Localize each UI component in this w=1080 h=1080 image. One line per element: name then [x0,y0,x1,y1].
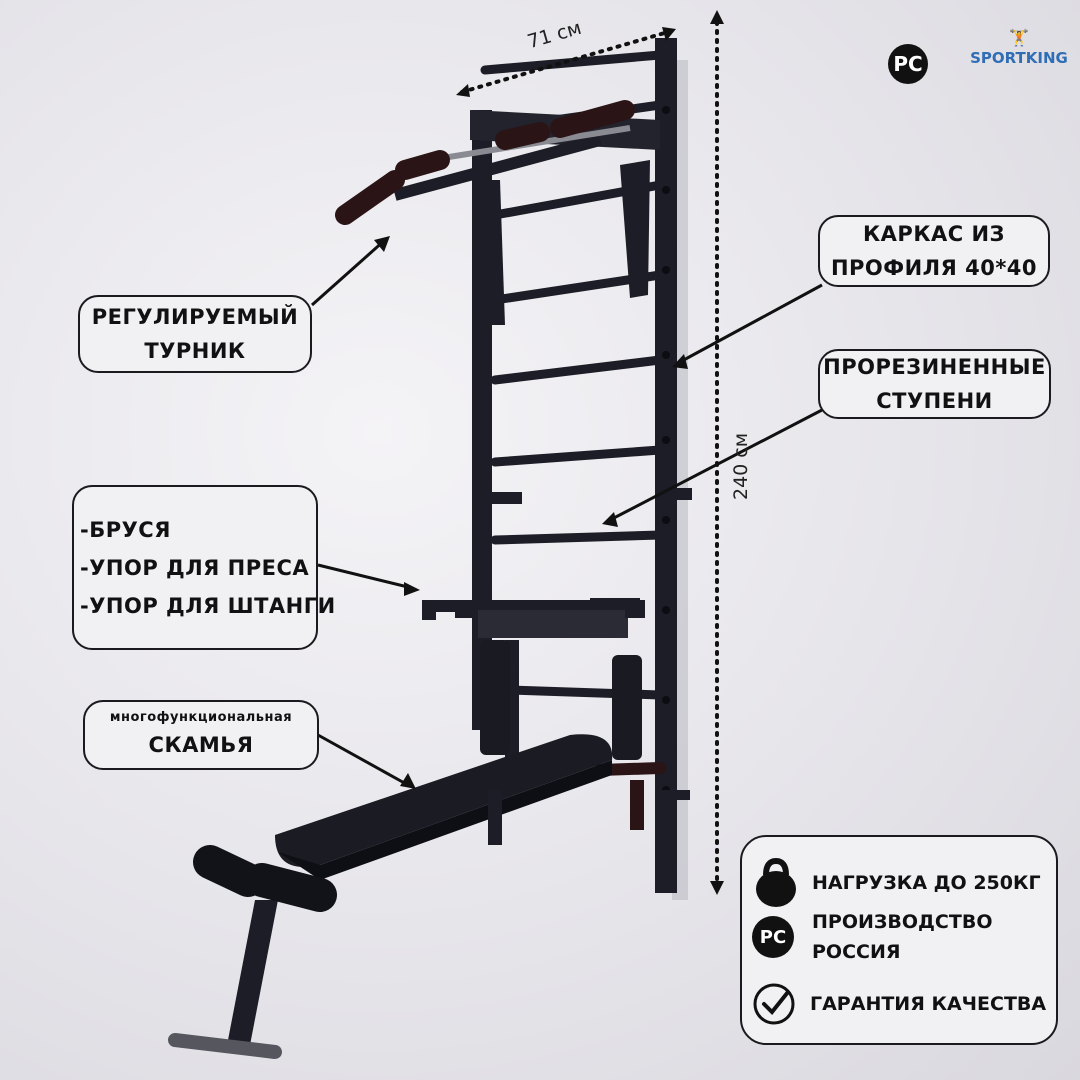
feature-guarantee-text: ГАРАНТИЯ КАЧЕСТВА [810,993,1047,1015]
right-upright [655,38,677,893]
pullup-crossbar [393,134,602,201]
bench-foot [168,1033,282,1059]
leg-roller-right [245,863,337,912]
dip-bar-left [422,600,460,620]
pullup-arm-right [620,160,650,298]
back-pad-right [612,655,642,760]
features-box: НАГРУЗКА ДО 250КГ РС ПРОИЗВОДСТВО РОССИЯ… [740,835,1058,1045]
width-arrow-right [662,27,676,41]
feature-line: ПРОИЗВОДСТВО [812,911,993,933]
height-label: 240 см [730,432,752,500]
bench-seat-side [278,760,612,880]
gost-icon: РС [752,916,794,958]
side-hook-left [488,492,522,504]
lower-bracket [660,790,690,800]
callout-rubber-steps: ПРОРЕЗИНЕННЫЕ СТУПЕНИ [818,349,1051,419]
callout-line: СТУПЕНИ [876,389,993,413]
rung [490,445,665,467]
dip-base [478,610,628,638]
callout-bench: многофункциональная СКАМЬЯ [83,700,319,770]
height-arrow-top [710,10,724,24]
callout-line: ТУРНИК [144,339,246,363]
callout-line: КАРКАС ИЗ [863,222,1005,246]
back-pad-left [480,640,510,755]
rung [490,530,665,545]
feature-load: НАГРУЗКА ДО 250КГ [752,857,1041,909]
bench-leg-back [228,900,278,1045]
brand-logo: 🏋 SPORTKING [964,28,1074,76]
feature-production: РС ПРОИЗВОДСТВО РОССИЯ [752,907,992,967]
callout-line: -УПОР ДЛЯ ШТАНГИ [80,594,336,618]
callout-attachments: -БРУСЯ -УПОР ДЛЯ ПРЕСА -УПОР ДЛЯ ШТАНГИ [72,485,336,650]
width-dimension-line [460,30,670,94]
pullup-arm-left [475,180,505,325]
brand-name: SPORTKING [970,49,1068,67]
leg-roller-left [193,845,265,897]
height-arrow-bottom [710,881,724,895]
feature-line: РОССИЯ [812,941,901,963]
kettlebell-icon [756,857,796,907]
feature-guarantee: ГАРАНТИЯ КАЧЕСТВА [752,982,1046,1026]
callout-frame: КАРКАС ИЗ ПРОФИЛЯ 40*40 [818,215,1050,287]
callout-adjustable-bar: РЕГУЛИРУЕМЫЙ ТУРНИК [78,295,312,373]
pullup-grips [335,100,635,225]
checkmark-icon [753,983,795,1025]
callout-line: ПРОРЕЗИНЕННЫЕ [823,355,1046,379]
rung [480,50,665,75]
callout-line: РЕГУЛИРУЕМЫЙ [91,305,299,329]
pointer-arrowheads [374,236,688,789]
bench-leg-front [488,790,502,845]
upright-bolts [662,106,670,794]
feature-production-text: ПРОИЗВОДСТВО РОССИЯ [812,907,992,967]
dip-bar-right [590,598,640,618]
callout-line: -УПОР ДЛЯ ПРЕСА [80,556,310,580]
feature-load-text: НАГРУЗКА ДО 250КГ [812,872,1041,894]
rung [490,355,665,385]
callout-line: -БРУСЯ [80,518,171,542]
width-arrow-left [456,84,470,97]
pointer-arrows [311,238,823,787]
callout-line: ПРОФИЛЯ 40*40 [830,256,1038,280]
gost-logo: РС [888,44,928,84]
dumbbell-icon: 🏋 [1009,28,1029,47]
bench-seat [275,734,613,867]
callout-line: многофункциональная [109,710,293,725]
callout-line: СКАМЬЯ [148,733,254,757]
lower-roller [630,780,644,830]
side-hook-right [670,488,692,500]
